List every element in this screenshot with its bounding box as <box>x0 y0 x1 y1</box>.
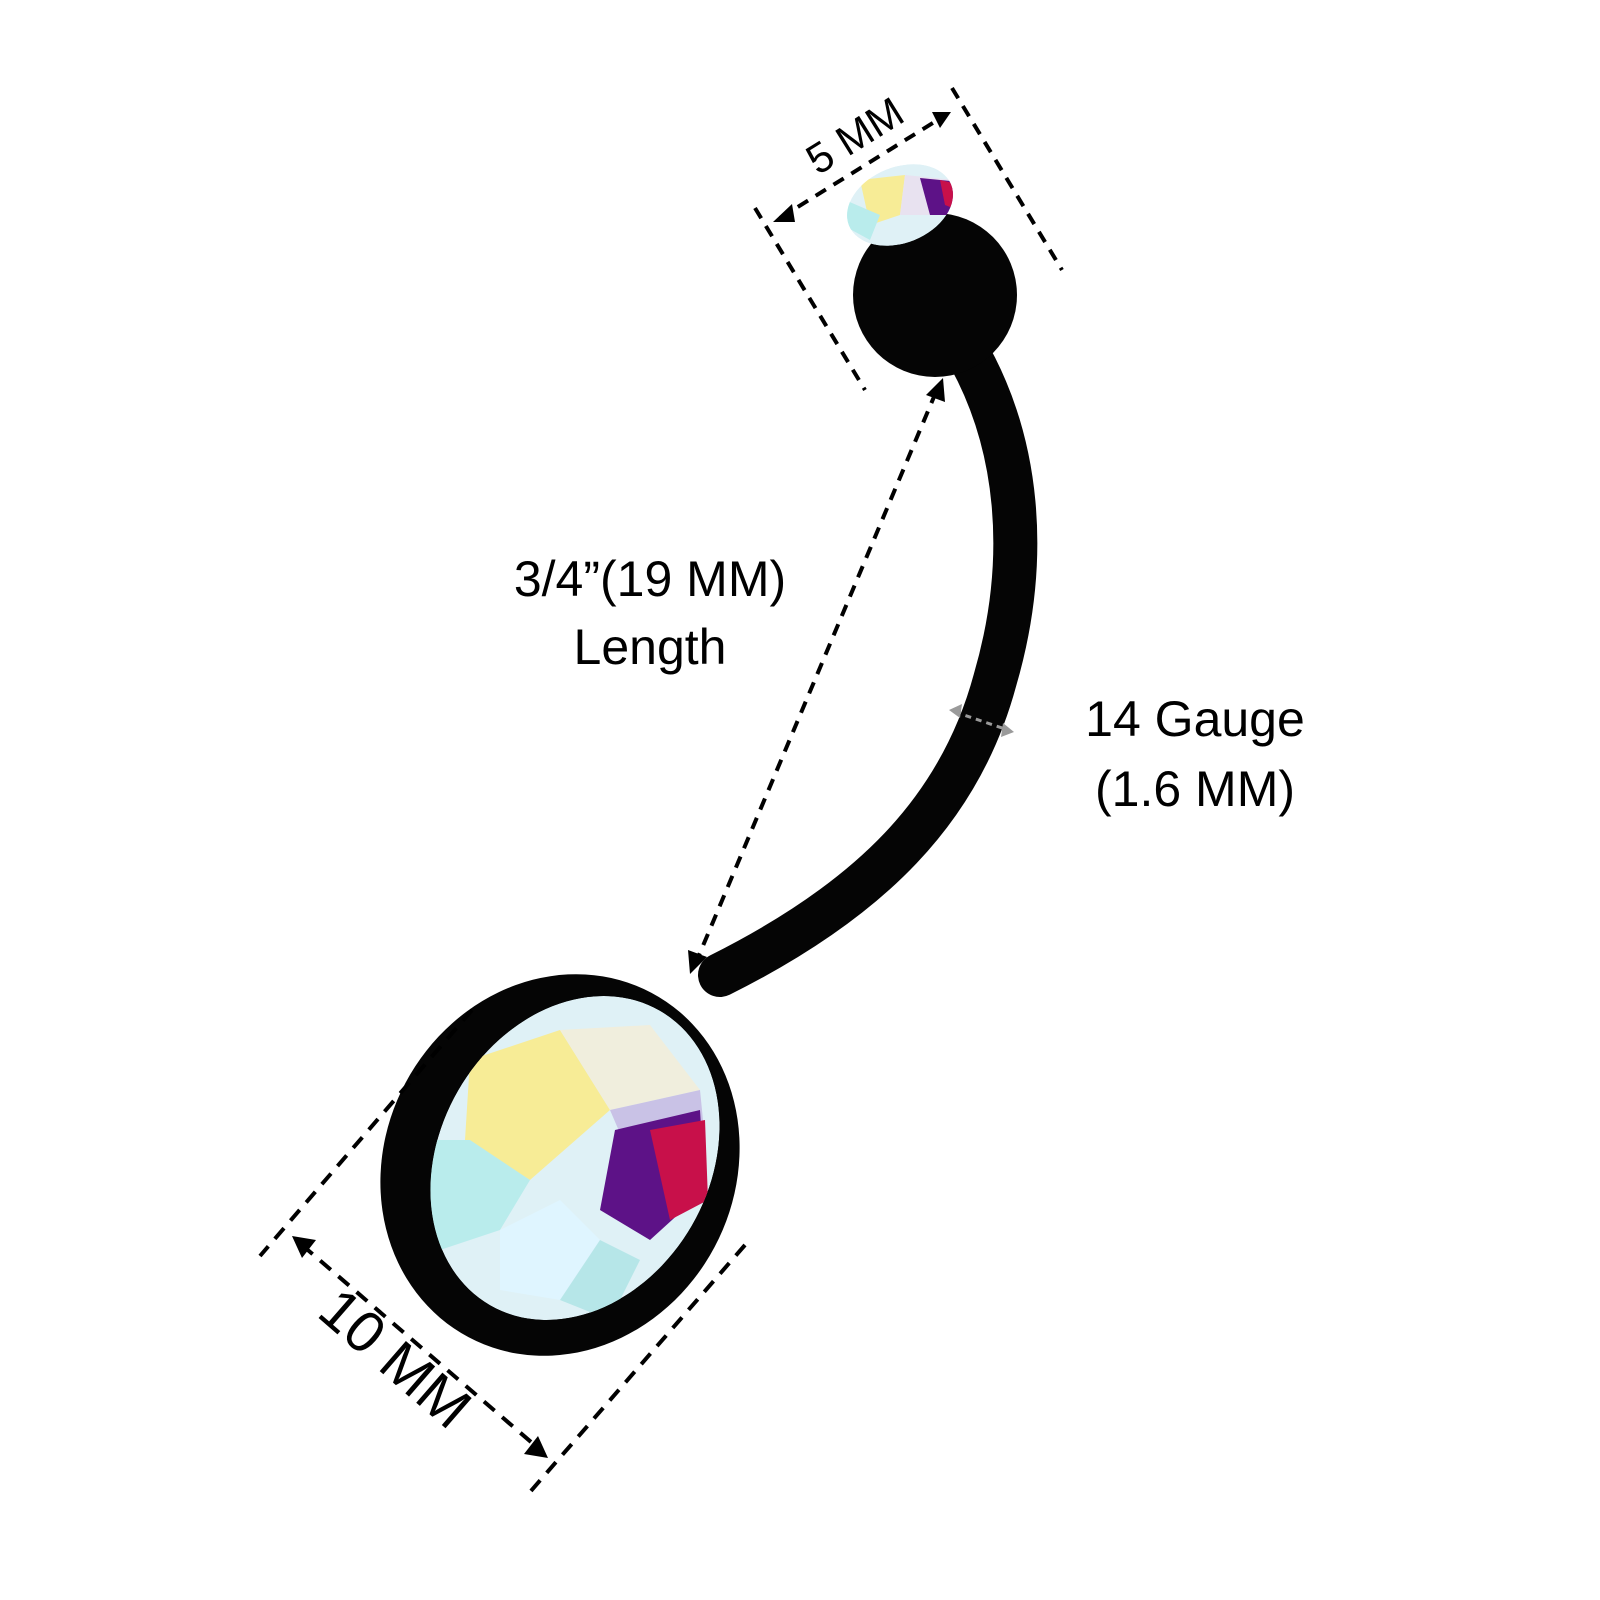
length-word-label: Length <box>573 619 727 675</box>
gauge-dimension <box>949 704 1014 737</box>
bottom-ball-gem <box>400 996 720 1320</box>
gauge-value-label: 14 Gauge <box>1085 691 1305 747</box>
curved-barbell-bar <box>698 323 1038 997</box>
gauge-mm-label: (1.6 MM) <box>1095 761 1295 817</box>
length-value-label: 3/4”(19 MM) <box>513 551 787 607</box>
length-dimension <box>688 378 945 974</box>
top-ball-dimension <box>753 86 1064 392</box>
bottom-ball-dimension <box>258 1008 747 1494</box>
top-ball <box>853 213 1017 377</box>
